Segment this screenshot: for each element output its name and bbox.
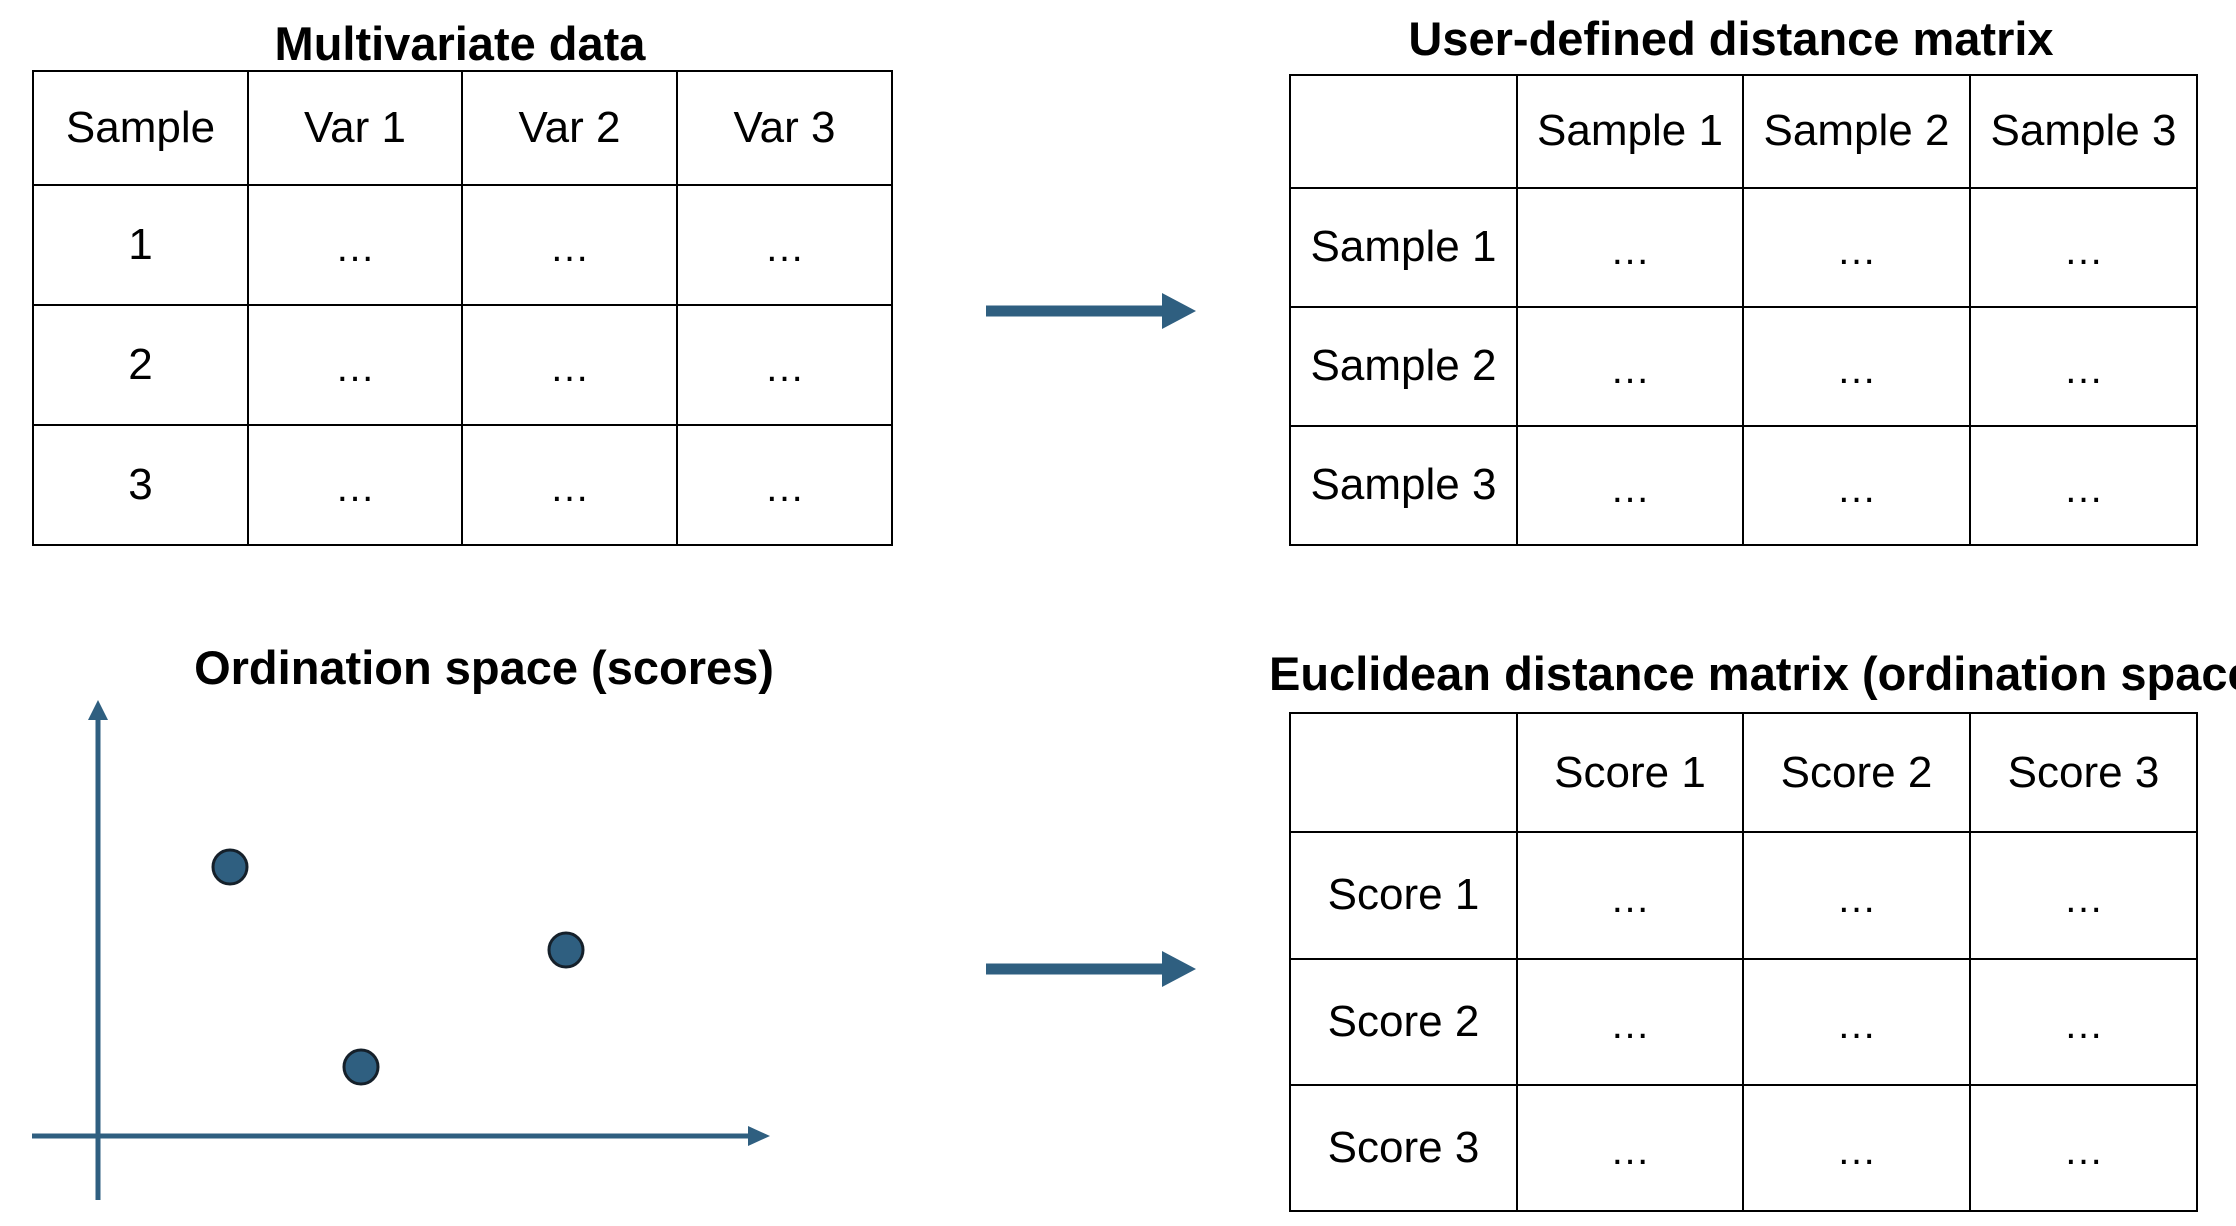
score-point xyxy=(547,931,585,969)
row-label: Score 1 xyxy=(1289,831,1518,960)
table-cell: … xyxy=(1742,424,1971,547)
ordination-axes xyxy=(32,700,770,1200)
column-header: Score 1 xyxy=(1516,711,1744,834)
table-cell: … xyxy=(1516,305,1744,427)
column-header: Sample xyxy=(32,70,249,186)
table-cell: … xyxy=(676,423,893,547)
column-header: Var 2 xyxy=(461,70,678,186)
x-axis-arrowhead xyxy=(748,1126,770,1146)
table-cell: … xyxy=(1516,1083,1744,1213)
row-label: Sample 3 xyxy=(1289,424,1518,547)
table-cell: … xyxy=(461,183,678,306)
row-label: 3 xyxy=(32,423,249,547)
row-label: Sample 2 xyxy=(1289,305,1518,427)
table-cell: … xyxy=(247,183,463,306)
table-cell: … xyxy=(1969,424,2198,547)
table-cell: … xyxy=(1742,186,1971,308)
column-header: Sample 2 xyxy=(1742,74,1971,189)
ordination-space-title: Ordination space (scores) xyxy=(194,641,774,694)
table-cell: … xyxy=(1969,1083,2198,1213)
table-cell: … xyxy=(676,183,893,306)
table-row: 3 … … … xyxy=(32,423,893,547)
score-point xyxy=(342,1048,380,1086)
table-cell: … xyxy=(1742,957,1971,1086)
table-cell: … xyxy=(461,303,678,426)
table-cell: … xyxy=(1516,424,1744,547)
table-row: Sample 1 … … … xyxy=(1289,186,2198,308)
row-label: Sample 1 xyxy=(1289,186,1518,308)
table-row: Score 1 … … … xyxy=(1289,831,2198,960)
table-header-row: Sample 1 Sample 2 Sample 3 xyxy=(1289,74,2198,189)
y-axis-arrowhead xyxy=(88,700,108,720)
score-point xyxy=(211,848,249,886)
flow-arrow-bottom xyxy=(986,951,1196,987)
corner-cell xyxy=(1289,711,1518,834)
table-cell: … xyxy=(461,423,678,547)
column-header: Sample 1 xyxy=(1516,74,1744,189)
corner-cell xyxy=(1289,74,1518,189)
column-header: Var 3 xyxy=(676,70,893,186)
table-cell: … xyxy=(1516,957,1744,1086)
column-header: Sample 3 xyxy=(1969,74,2198,189)
table-cell: … xyxy=(1742,305,1971,427)
table-row: 1 … … … xyxy=(32,183,893,306)
table-row: Score 3 … … … xyxy=(1289,1083,2198,1213)
column-header: Var 1 xyxy=(247,70,463,186)
table-header-row: Score 1 Score 2 Score 3 xyxy=(1289,711,2198,834)
row-label: Score 2 xyxy=(1289,957,1518,1086)
column-header: Score 3 xyxy=(1969,711,2198,834)
table-cell: … xyxy=(676,303,893,426)
user-distance-matrix-table: Sample 1 Sample 2 Sample 3 Sample 1 … … … xyxy=(1289,74,2198,547)
table-cell: … xyxy=(247,303,463,426)
table-cell: … xyxy=(1969,186,2198,308)
flow-arrow-top xyxy=(986,293,1196,329)
row-label: Score 3 xyxy=(1289,1083,1518,1213)
row-label: 1 xyxy=(32,183,249,306)
table-cell: … xyxy=(247,423,463,547)
euclidean-distance-matrix-table: Score 1 Score 2 Score 3 Score 1 … … … Sc… xyxy=(1289,711,2198,1213)
row-label: 2 xyxy=(32,303,249,426)
euclidean-distance-matrix-title: Euclidean distance matrix (ordination sp… xyxy=(1269,647,2236,700)
user-distance-matrix-title: User-defined distance matrix xyxy=(1408,12,2054,65)
flow-arrow-bottom-head xyxy=(1162,951,1196,987)
flow-arrow-top-head xyxy=(1162,293,1196,329)
table-cell: … xyxy=(1969,957,2198,1086)
table-row: 2 … … … xyxy=(32,303,893,426)
table-cell: … xyxy=(1969,831,2198,960)
table-cell: … xyxy=(1516,831,1744,960)
multivariate-data-title: Multivariate data xyxy=(274,17,646,70)
table-cell: … xyxy=(1969,305,2198,427)
table-cell: … xyxy=(1742,831,1971,960)
multivariate-data-table: Sample Var 1 Var 2 Var 3 1 … … … 2 … … …… xyxy=(32,70,893,547)
score-points xyxy=(211,848,585,1086)
table-row: Sample 3 … … … xyxy=(1289,424,2198,547)
table-cell: … xyxy=(1516,186,1744,308)
table-row: Score 2 … … … xyxy=(1289,957,2198,1086)
column-header: Score 2 xyxy=(1742,711,1971,834)
table-header-row: Sample Var 1 Var 2 Var 3 xyxy=(32,70,893,186)
table-row: Sample 2 … … … xyxy=(1289,305,2198,427)
table-cell: … xyxy=(1742,1083,1971,1213)
